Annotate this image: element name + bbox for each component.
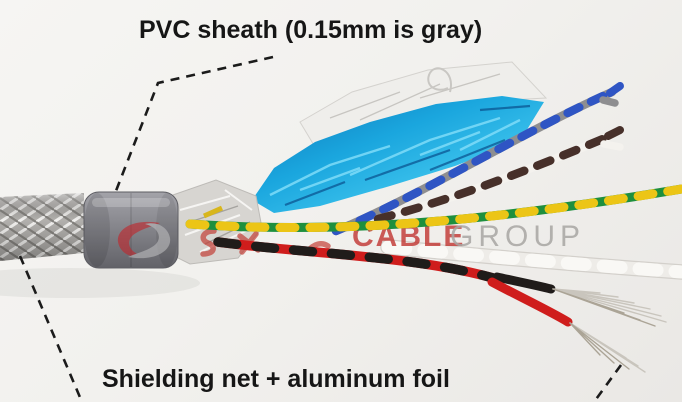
copper-strand-fan-black-wire (552, 288, 667, 327)
pointer-dash-top (112, 55, 274, 197)
braided-shield (0, 193, 84, 261)
pair-blue-gray (331, 82, 624, 236)
cable-shadow (0, 268, 200, 298)
pointer-dash-bottom-left (18, 255, 84, 402)
pointer-dash-bottom-right (592, 364, 623, 402)
watermark-word-gray: GROUP (450, 220, 586, 253)
pair-brown-white (373, 126, 624, 224)
pointer-dashes (18, 55, 623, 402)
blue-mylar-foil (252, 96, 544, 213)
pair-red-black (213, 237, 573, 327)
pair-green-yellow (185, 184, 682, 233)
pair-white (380, 239, 682, 280)
copper-strand-fan-red-wire (569, 322, 646, 373)
